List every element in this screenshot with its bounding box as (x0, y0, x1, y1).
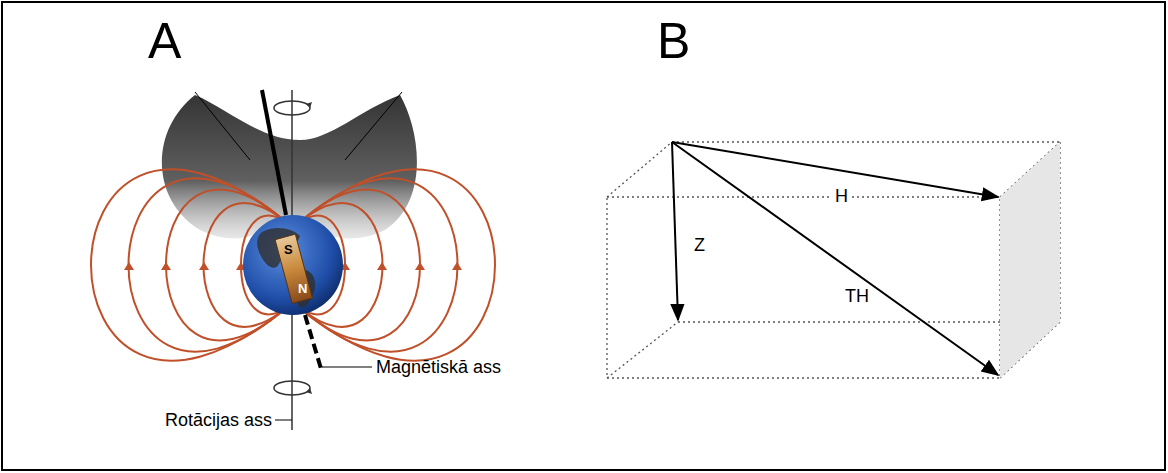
rotation-arrow (274, 381, 310, 395)
pole-letter: N (298, 282, 307, 295)
shaded-face (1000, 142, 1060, 378)
vectors (672, 142, 998, 375)
axis-label: Magnētiskā ass (376, 358, 501, 376)
magnetic-axis (262, 90, 286, 215)
vector-label: H (832, 186, 851, 206)
leader-line (275, 420, 292, 421)
box-edges (607, 142, 1060, 378)
vector-label: TH (842, 286, 872, 306)
panel-letter: B (657, 16, 690, 66)
magnetic-axis (305, 315, 322, 372)
panel-letter: A (148, 16, 181, 66)
pole-letter: S (284, 243, 293, 256)
leader-line (345, 92, 402, 160)
earth (243, 215, 343, 315)
leader-line (195, 92, 250, 160)
leader-line (322, 367, 372, 368)
axis-label: Rotācijas ass (165, 411, 272, 429)
bar-magnet (275, 234, 312, 303)
rotation-arrow (274, 101, 310, 115)
field-lines (91, 169, 495, 360)
vector-label: Z (694, 236, 705, 254)
